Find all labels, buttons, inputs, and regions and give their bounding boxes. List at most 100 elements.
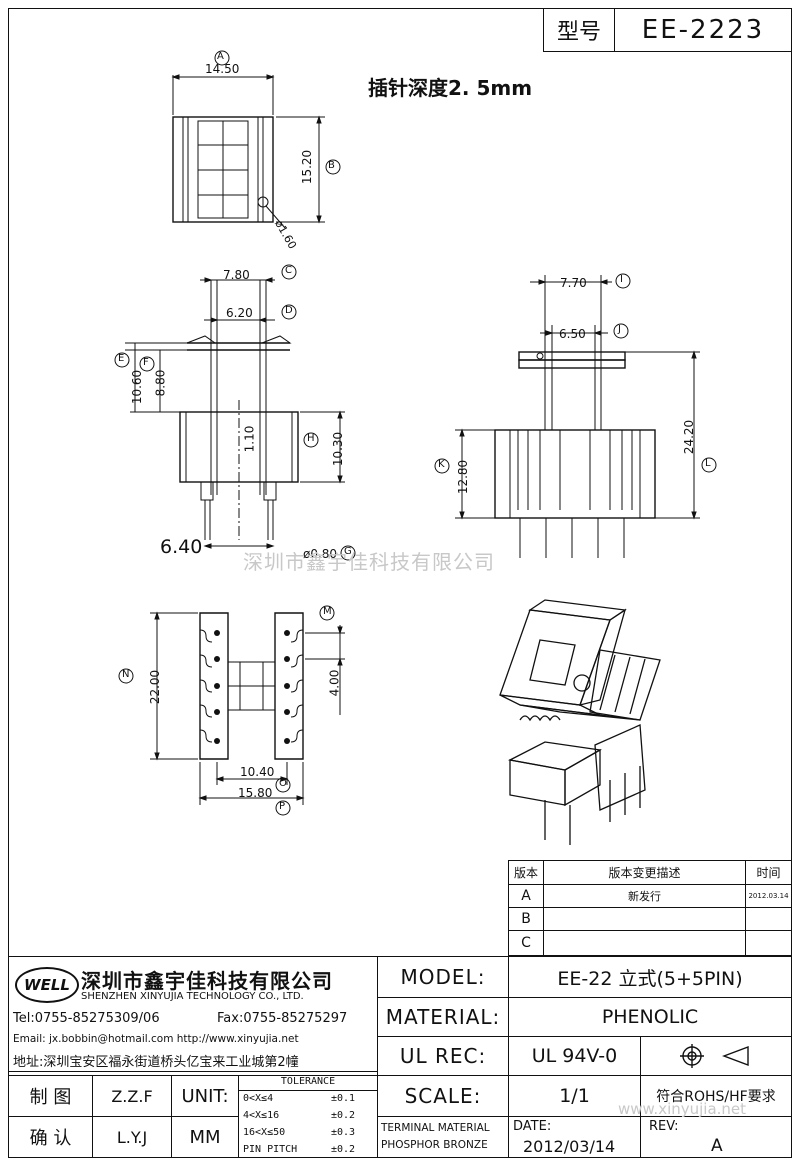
- dim-value-i: 7.70: [560, 276, 587, 290]
- pin-depth-note: 插针深度2. 5mm: [368, 76, 533, 100]
- dim-value-h: 10.30: [331, 431, 346, 467]
- dim-value-b: 15.20: [300, 149, 315, 185]
- rev-col-desc: 版本变更描述: [543, 860, 746, 885]
- dim-label-n: N: [122, 669, 130, 680]
- tolerance-table: TOLERANCE 0<X≤4 ±0.1 4<X≤16 ±0.2 16<X≤50…: [238, 1075, 378, 1158]
- header-model-label: 型号: [543, 8, 615, 52]
- check-value: L.Y.J: [92, 1116, 172, 1158]
- model-value: EE-22 立式(5+5PIN): [508, 956, 792, 998]
- isometric-view: [499, 599, 661, 845]
- dim-value-center: 1.10: [242, 425, 257, 453]
- rev-col-time: 时间: [745, 860, 792, 885]
- dim-label-d: D: [285, 305, 293, 316]
- dim-label-c: C: [285, 265, 292, 276]
- dim-label-m: M: [323, 606, 332, 617]
- revision-table: 版本 版本变更描述 时间 A 新发行 2012.03.14 B C: [508, 860, 792, 956]
- projection-symbol: [640, 1036, 792, 1076]
- tolerance-range: 4<X≤16: [243, 1110, 280, 1121]
- company-email: Email: jx.bobbin@hotmail.com http://www.…: [13, 1033, 299, 1045]
- dim-label-p: P: [279, 801, 286, 812]
- draw-label: 制 图: [8, 1075, 93, 1117]
- dim-value-g: ø0.80: [303, 547, 338, 561]
- bottom-view: [118, 605, 345, 816]
- rev-row-ver: B: [508, 907, 544, 931]
- material-label: MATERIAL:: [377, 997, 509, 1037]
- rev-row-time: 2012.03.14: [745, 884, 792, 908]
- unit-label: UNIT:: [171, 1075, 239, 1117]
- dim-label-e: E: [118, 353, 125, 364]
- check-label: 确 认: [8, 1116, 93, 1158]
- dim-label-i: I: [620, 274, 623, 285]
- watermark: 深圳市鑫宇佳科技有限公司: [243, 550, 495, 574]
- dim-value-l: 24.20: [682, 419, 697, 455]
- terminal-value: PHOSPHOR BRONZE: [381, 1139, 488, 1151]
- company-name-cn: 深圳市鑫宇佳科技有限公司: [81, 969, 333, 993]
- rev-value: A: [711, 1136, 723, 1156]
- tolerance-value: ±0.1: [331, 1093, 356, 1104]
- terminal-label: TERMINAL MATERIAL: [381, 1122, 490, 1134]
- company-block: WELL 深圳市鑫宇佳科技有限公司 SHENZHEN XINYUJIA TECH…: [8, 956, 378, 1072]
- dim-label-o: O: [279, 778, 287, 789]
- terminal-material: TERMINAL MATERIAL PHOSPHOR BRONZE: [377, 1116, 509, 1158]
- dim-value-m: 4.00: [327, 669, 342, 697]
- first-angle-projection-icon: [680, 1044, 749, 1068]
- rev-row-ver: C: [508, 930, 544, 956]
- dim-value-e: 10.60: [130, 369, 145, 405]
- side-view: [434, 273, 717, 558]
- rev-row-time: [745, 907, 792, 931]
- dim-value-f: 8.80: [153, 369, 168, 397]
- dim-label-l: L: [705, 458, 711, 469]
- tolerance-value: ±0.2: [331, 1110, 356, 1121]
- dim-value-j: 6.50: [559, 327, 586, 341]
- tolerance-title: TOLERANCE: [239, 1076, 377, 1091]
- company-tel: Tel:0755-85275309/06: [13, 1011, 160, 1026]
- rev-row-desc: 新发行: [543, 884, 746, 908]
- front-view: [114, 264, 356, 561]
- dim-label-b: B: [328, 160, 335, 171]
- dim-value-k: 12.80: [456, 459, 471, 495]
- top-view: [171, 50, 341, 229]
- unit-value: MM: [171, 1116, 239, 1158]
- tolerance-value: ±0.2: [331, 1144, 356, 1155]
- date-label: DATE:: [513, 1119, 552, 1134]
- rev-col-version: 版本: [508, 860, 544, 885]
- company-logo: WELL: [15, 967, 79, 1003]
- rev-row-desc: [543, 907, 746, 931]
- rev-block: REV: A: [640, 1116, 792, 1158]
- material-value: PHENOLIC: [508, 997, 792, 1037]
- dim-label-a: A: [217, 51, 224, 62]
- technical-drawing: [114, 50, 717, 845]
- scale-label: SCALE:: [377, 1075, 509, 1117]
- rev-row-desc: [543, 930, 746, 956]
- date-block: DATE: 2012/03/14: [508, 1116, 641, 1158]
- company-fax: Fax:0755-85275297: [217, 1011, 348, 1026]
- rev-row-time: [745, 930, 792, 956]
- tolerance-range: 0<X≤4: [243, 1093, 274, 1104]
- dim-value-a: 14.50: [205, 62, 240, 76]
- dim-label-f: F: [143, 357, 149, 368]
- dim-label-k: K: [438, 459, 445, 470]
- dim-label-g: G: [344, 546, 352, 557]
- ulrec-label: UL REC:: [377, 1036, 509, 1076]
- rev-row-ver: A: [508, 884, 544, 908]
- tolerance-value: ±0.3: [331, 1127, 356, 1138]
- draw-value: Z.Z.F: [92, 1075, 172, 1117]
- company-address: 地址:深圳宝安区福永街道桥头亿宝来工业城第2幢: [13, 1055, 299, 1070]
- dim-value-o: 10.40: [240, 765, 275, 779]
- model-label: MODEL:: [377, 956, 509, 998]
- company-name-en: SHENZHEN XINYUJIA TECHNOLOGY CO., LTD.: [81, 991, 304, 1002]
- dim-label-j: J: [618, 324, 621, 335]
- date-value: 2012/03/14: [523, 1137, 616, 1156]
- tolerance-range: 16<X≤50: [243, 1127, 286, 1138]
- dim-label-h: H: [307, 433, 315, 444]
- dim-value-p: 15.80: [238, 786, 273, 800]
- dim-value-c: 7.80: [223, 268, 250, 282]
- rev-label: REV:: [649, 1119, 679, 1134]
- watermark-url: www.xinyujia.net: [618, 1100, 747, 1118]
- header-model-value: EE-2223: [614, 8, 792, 52]
- dim-value-d: 6.20: [226, 306, 253, 320]
- ulrec-value: UL 94V-0: [508, 1036, 641, 1076]
- dim-value-n: 22.00: [148, 669, 163, 705]
- dim-value-pin-spacing: 6.40: [160, 536, 203, 558]
- tolerance-range: PIN PITCH: [243, 1144, 298, 1155]
